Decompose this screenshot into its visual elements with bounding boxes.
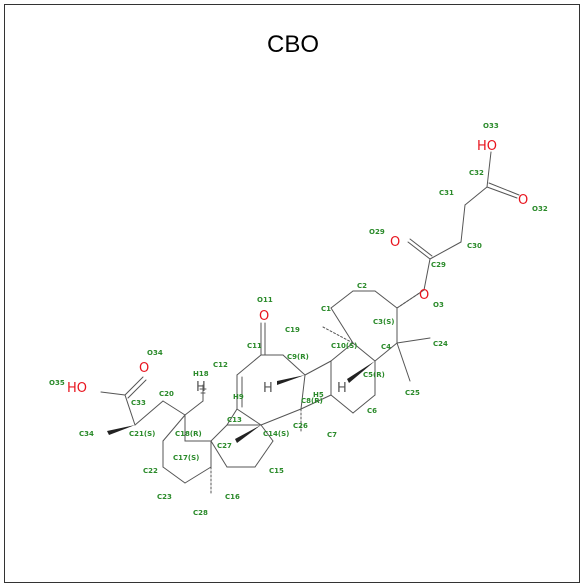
label-c21: C21(S) <box>129 430 155 438</box>
stereo-wedges <box>107 291 422 496</box>
label-c20: C20 <box>159 390 174 398</box>
label-c4: C4 <box>381 343 391 351</box>
hydroxyl-top: HO <box>477 139 497 154</box>
label-c22: C22 <box>143 467 158 475</box>
label-c28: C28 <box>193 509 208 517</box>
label-h5: H5 <box>313 391 324 399</box>
label-c25: C25 <box>405 389 420 397</box>
label-c8: C8(R) <box>301 397 323 405</box>
hydroxyl-left: HO <box>67 381 87 396</box>
oxygen-o3: O <box>419 288 429 303</box>
label-c1: C1 <box>321 305 331 313</box>
label-c11: C11 <box>247 342 262 350</box>
label-c33: C33 <box>131 399 146 407</box>
label-c13: C13 <box>227 416 242 424</box>
label-c29: C29 <box>431 261 446 269</box>
label-c3: C3(S) <box>373 318 394 326</box>
bond-lines <box>100 151 520 484</box>
label-o29: O29 <box>369 228 385 236</box>
oxygen-o29: O <box>390 235 400 250</box>
label-c7: C7 <box>327 431 337 439</box>
oxygen-o32: O <box>518 193 528 208</box>
label-c18: C18(R) <box>175 430 202 438</box>
label-c10: C10(S) <box>331 342 357 350</box>
atom-labels: O33 C32 C31 O32 O29 C30 C29 C2 O3 C1 C3(… <box>49 122 548 517</box>
label-c5: C5(R) <box>363 371 385 379</box>
oxygen-o34: O <box>139 361 149 376</box>
molecule-frame: CBO <box>4 4 580 583</box>
label-c19: C19 <box>285 326 300 334</box>
label-c6: C6 <box>367 407 377 415</box>
label-c27: C27 <box>217 442 232 450</box>
label-c16: C16 <box>225 493 240 501</box>
label-h9: H9 <box>233 393 244 401</box>
molecule-title: CBO <box>266 31 319 58</box>
label-c15: C15 <box>269 467 284 475</box>
hydrogen-h9: H <box>263 381 273 396</box>
label-c14: C14(S) <box>263 430 289 438</box>
molecule-structure: HO O O O O O HO H H H O33 C32 C31 O32 O2… <box>49 122 548 517</box>
label-o11: O11 <box>257 296 273 304</box>
hydrogen-h5: H <box>337 381 347 396</box>
oxygen-o11: O <box>259 309 269 324</box>
label-o33: O33 <box>483 122 499 130</box>
label-o32: O32 <box>532 205 548 213</box>
hydrogen-h18: H <box>196 380 206 395</box>
label-o34: O34 <box>147 349 163 357</box>
label-c24: C24 <box>433 340 448 348</box>
label-o3: O3 <box>433 301 444 309</box>
label-c34: C34 <box>79 430 94 438</box>
label-c32: C32 <box>469 169 484 177</box>
label-h18: H18 <box>193 370 209 378</box>
label-c9: C9(R) <box>287 353 309 361</box>
label-c12: C12 <box>213 361 228 369</box>
label-c17: C17(S) <box>173 454 199 462</box>
label-c31: C31 <box>439 189 454 197</box>
label-c26: C26 <box>293 422 308 430</box>
atom-symbols: HO O O O O O HO H H H <box>67 139 528 396</box>
label-o35: O35 <box>49 379 65 387</box>
label-c30: C30 <box>467 242 482 250</box>
label-c2: C2 <box>357 282 367 290</box>
label-c23: C23 <box>157 493 172 501</box>
